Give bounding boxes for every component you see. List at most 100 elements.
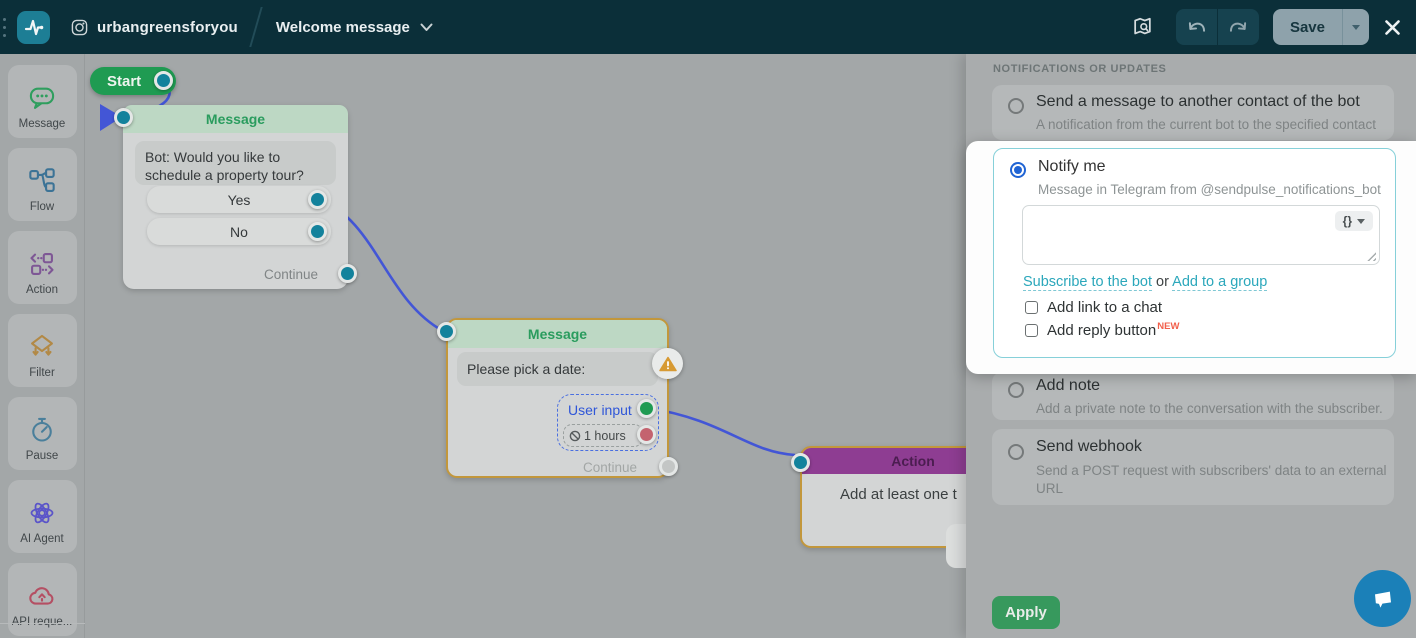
option-description: Send a POST request with subscribers' da… (1036, 463, 1387, 496)
checkbox-icon[interactable] (1025, 323, 1038, 337)
pulse-icon (24, 19, 43, 36)
option-description: Add a private note to the conversation w… (1036, 401, 1383, 416)
node2-continue-port[interactable] (659, 457, 678, 476)
node1-yes-port[interactable] (308, 190, 327, 209)
node1-no-port[interactable] (308, 222, 327, 241)
add-to-group-link[interactable]: Add to a group (1172, 274, 1268, 291)
instagram-icon (71, 19, 88, 35)
apply-button[interactable]: Apply (992, 596, 1060, 629)
option-notify-me[interactable]: Notify me Message in Telegram from @send… (993, 148, 1396, 358)
no-entry-icon (569, 430, 581, 441)
action-icon (30, 253, 54, 275)
palette-item-api-request[interactable]: API reque... (7, 563, 77, 636)
save-button[interactable]: Save (1289, 18, 1325, 36)
node2-user-input-port[interactable] (637, 399, 656, 418)
message-node-1[interactable]: Message Bot: Would you like to schedule … (114, 105, 357, 289)
node2-header: Message (448, 320, 667, 348)
bot-breadcrumb[interactable]: urbangreensforyou (71, 19, 238, 36)
palette-item-pause[interactable]: Pause (7, 397, 77, 470)
support-chat-button[interactable] (1354, 570, 1411, 627)
node1-button-yes[interactable]: Yes (147, 186, 331, 213)
checkbox-label: Add reply buttonNEW (1047, 321, 1180, 339)
flow-icon (29, 168, 55, 192)
palette-item-label: API reque... (11, 616, 73, 628)
node2-message-text: Please pick a date: (457, 352, 658, 386)
checkbox-label: Add link to a chat (1047, 299, 1163, 316)
palette-item-ai-agent[interactable]: AI Agent (7, 480, 77, 553)
caret-down-icon (1357, 218, 1365, 224)
node1-button-no-label: No (230, 223, 248, 240)
flow-name: Welcome message (275, 18, 410, 36)
top-bar: urbangreensforyou Welcome message (0, 0, 1416, 54)
node1-button-yes-label: Yes (227, 191, 251, 208)
palette-item-filter[interactable]: Filter (7, 314, 77, 387)
chat-bubble-icon (1374, 591, 1391, 608)
save-options-button[interactable] (1343, 24, 1369, 30)
node1-message-text: Bot: Would you like to schedule a proper… (135, 141, 336, 185)
insert-variable-button[interactable]: {} (1334, 211, 1373, 231)
node1-button-no[interactable]: No (147, 218, 331, 245)
radio-send-webhook[interactable] (1008, 444, 1024, 460)
start-node-label: Start (107, 72, 142, 90)
option-send-message-to-contact[interactable]: Send a message to another contact of the… (992, 85, 1394, 140)
undo-icon (1188, 21, 1206, 32)
start-node[interactable]: Start (90, 67, 176, 95)
option-title: Send a message to another contact of the… (1036, 93, 1360, 110)
pause-icon (32, 417, 52, 442)
new-badge: NEW (1157, 321, 1180, 332)
notify-message-field: {} (1022, 205, 1380, 265)
chevron-down-icon (420, 23, 433, 31)
action-text: Add at least one t (840, 486, 957, 503)
redo-button[interactable] (1218, 9, 1259, 45)
partially-hidden-node (946, 524, 968, 568)
map-search-icon (1134, 17, 1152, 35)
redo-icon (1229, 21, 1247, 32)
section-title: NOTIFICATIONS OR UPDATES (993, 63, 1167, 75)
bot-name: urbangreensforyou (97, 18, 238, 36)
action-input-port[interactable] (791, 453, 810, 472)
option-title: Send webhook (1036, 438, 1142, 455)
node2-timeout-port[interactable] (637, 425, 656, 444)
palette-item-label: Flow (29, 201, 55, 213)
radio-add-note[interactable] (1008, 382, 1024, 398)
node1-input-port[interactable] (114, 108, 133, 127)
palette-item-action[interactable]: Action (7, 231, 77, 304)
palette-item-message[interactable]: Message (7, 65, 77, 138)
map-preview-button[interactable] (1126, 16, 1160, 38)
node1-title: Message (205, 111, 266, 127)
caret-down-icon (1352, 24, 1360, 30)
palette-item-flow[interactable]: Flow (7, 148, 77, 221)
resize-handle-icon[interactable] (1367, 252, 1376, 261)
app-logo (17, 10, 50, 44)
message-node-2[interactable]: Message Please pick a date: User input (437, 318, 683, 478)
start-output-port[interactable] (154, 71, 173, 90)
node2-input-port[interactable] (437, 322, 456, 341)
radio-notify-me[interactable] (1010, 162, 1026, 178)
node2-warning-badge[interactable] (652, 348, 683, 379)
close-editor-button[interactable] (1384, 19, 1401, 36)
ai-agent-icon (30, 502, 54, 524)
checkbox-add-link-to-chat[interactable]: Add link to a chat (1025, 299, 1162, 316)
message-icon (29, 87, 55, 109)
node2-timeout-box[interactable]: 1 hours (563, 424, 643, 447)
highlighted-option-band: Notify me Message in Telegram from @send… (966, 141, 1416, 374)
subscribe-to-bot-link[interactable]: Subscribe to the bot (1023, 274, 1152, 291)
undo-button[interactable] (1176, 9, 1217, 45)
option-send-webhook[interactable]: Send webhook Send a POST request with su… (992, 429, 1394, 505)
checkbox-add-reply-button[interactable]: Add reply buttonNEW (1025, 321, 1179, 339)
close-icon (1385, 19, 1400, 35)
filter-icon (31, 334, 53, 356)
node1-continue-port[interactable] (338, 264, 357, 283)
radio-send-message[interactable] (1008, 98, 1024, 114)
notify-message-input[interactable] (1023, 206, 1379, 264)
bot-links-row: Subscribe to the bot or Add to a group (1023, 274, 1268, 291)
action-title: Action (891, 453, 935, 469)
flow-name-dropdown[interactable]: Welcome message (276, 19, 433, 36)
node2-continue-label: Continue (582, 460, 637, 475)
checkbox-icon[interactable] (1025, 301, 1038, 314)
node2-user-input-group[interactable]: User input 1 hours (557, 394, 659, 451)
notify-me-description: Message in Telegram from @sendpulse_noti… (1038, 182, 1381, 197)
option-add-note[interactable]: Add note Add a private note to the conve… (992, 372, 1394, 420)
drag-handle-icon[interactable] (3, 17, 6, 21)
settings-panel: NOTIFICATIONS OR UPDATES Send a message … (966, 54, 1416, 638)
